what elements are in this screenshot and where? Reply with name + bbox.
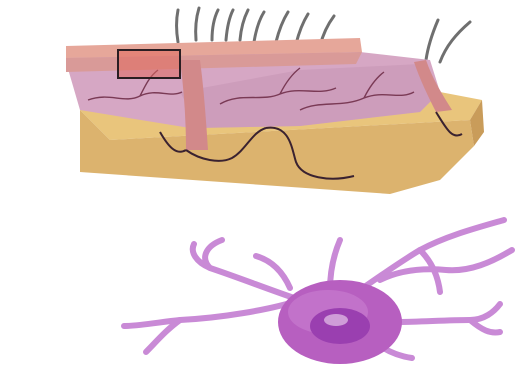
- hair-strand: [177, 10, 179, 42]
- nucleus-highlight: [324, 314, 348, 326]
- cell-nucleus: [310, 308, 370, 344]
- highlight-box: [118, 50, 180, 78]
